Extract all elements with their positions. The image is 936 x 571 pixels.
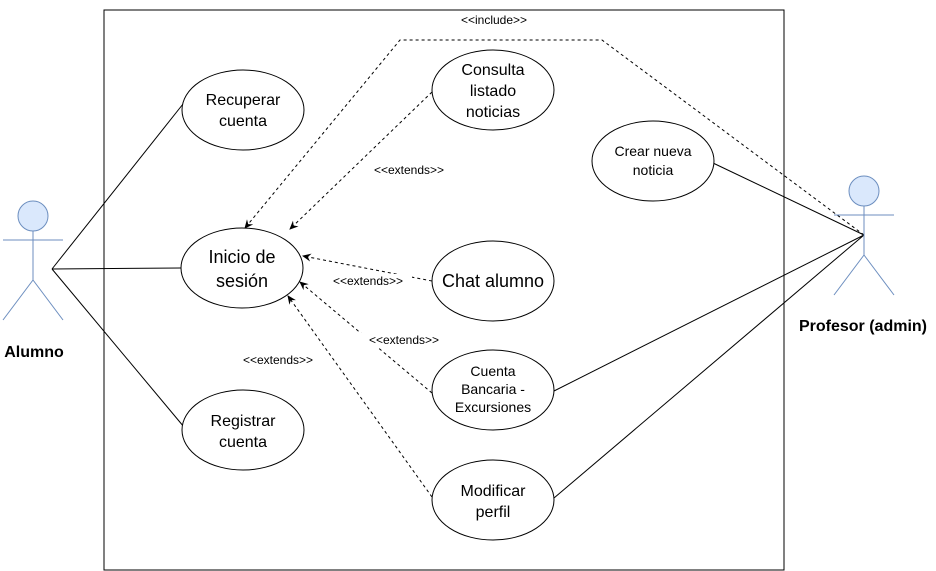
association-profesor-crear [712,162,865,236]
actor-profesor[interactable]: Profesor (admin) [799,175,927,335]
association-profesor-cuenta [553,234,865,392]
svg-text:Recuperar: Recuperar [206,92,281,109]
svg-text:Modificar: Modificar [461,483,527,500]
extends-label-cuenta: <<extends>> [360,333,448,347]
system-boundary [103,9,785,571]
use-case-inicio-sesion[interactable]: Inicio de sesión [180,227,304,309]
actor-alumno[interactable]: Alumno [2,200,64,361]
svg-text:cuenta: cuenta [219,434,267,451]
actor-alumno-label: Alumno [4,344,64,361]
extends-label-chat: <<extends>> [324,274,412,288]
svg-text:Consulta: Consulta [461,62,524,79]
svg-text:sesión: sesión [216,271,268,291]
svg-text:Inicio de: Inicio de [208,247,275,267]
svg-text:cuenta: cuenta [219,113,267,130]
include-label: <<include>> [450,13,538,27]
extends-edge-chat [302,253,433,282]
svg-text:<<extends>>: <<extends>> [374,163,444,177]
svg-text:Cuenta: Cuenta [470,363,515,379]
use-case-recuperar-cuenta[interactable]: Recuperar cuenta [181,69,305,151]
actor-profesor-head [848,175,880,207]
association-alumno-inicio [51,267,182,270]
use-case-crear-nueva-noticia[interactable]: Crear nueva noticia [591,120,715,202]
actor-alumno-head [17,200,49,232]
svg-text:Excursiones: Excursiones [455,399,531,415]
use-case-consulta-listado-noticias[interactable]: Consulta listado noticias [431,49,555,131]
extends-edge-modificar [287,295,433,498]
actor-profesor-label: Profesor (admin) [799,318,927,335]
extends-edge-consulta [289,91,433,230]
svg-text:Chat alumno: Chat alumno [442,271,544,291]
svg-text:Registrar: Registrar [211,413,277,430]
use-case-cuenta-bancaria-excursiones[interactable]: Cuenta Bancaria - Excursiones [431,349,555,431]
use-case-modificar-perfil[interactable]: Modificar perfil [431,459,555,541]
svg-text:noticias: noticias [466,104,520,121]
svg-text:Crear nueva: Crear nueva [614,143,691,159]
use-case-chat-alumno[interactable]: Chat alumno [431,240,555,322]
svg-text:listado: listado [470,83,516,100]
svg-text:<<extends>>: <<extends>> [243,353,313,367]
svg-text:perfil: perfil [476,504,511,521]
association-alumno-registrar [51,268,185,428]
extends-label-consulta: <<extends>> [374,163,444,177]
association-profesor-modificar [553,234,865,499]
svg-text:noticia: noticia [633,162,674,178]
include-edge [244,39,865,236]
association-alumno-recuperar [51,103,184,270]
use-case-registrar-cuenta[interactable]: Registrar cuenta [181,389,305,471]
svg-text:<<include>>: <<include>> [461,13,527,27]
svg-text:<<extends>>: <<extends>> [333,274,403,288]
extends-label-modificar: <<extends>> [243,353,313,367]
svg-text:<<extends>>: <<extends>> [369,333,439,347]
svg-text:Bancaria -: Bancaria - [461,381,525,397]
